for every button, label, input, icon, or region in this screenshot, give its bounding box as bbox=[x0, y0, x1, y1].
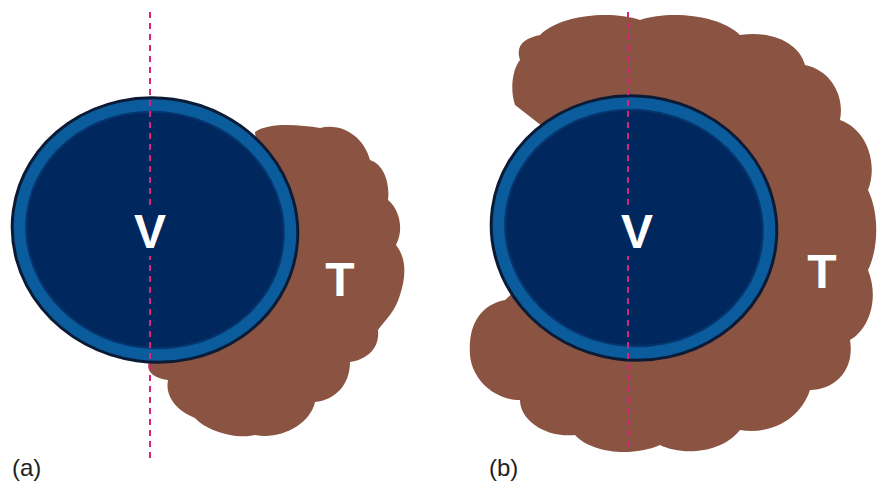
section-line bbox=[627, 12, 629, 452]
region-letter: V bbox=[617, 208, 657, 256]
panel-label: (b) bbox=[489, 456, 518, 480]
region-letter: T bbox=[325, 256, 354, 304]
panel-label: (b) bbox=[489, 456, 518, 480]
panel-label: (a) bbox=[12, 456, 41, 480]
vessel-section: V bbox=[486, 88, 784, 370]
section-line bbox=[149, 12, 151, 458]
region-letter: V bbox=[130, 208, 170, 256]
region-letter: T bbox=[807, 248, 836, 296]
panel-label: (a) bbox=[12, 456, 41, 480]
vessel-section: V bbox=[8, 90, 306, 370]
